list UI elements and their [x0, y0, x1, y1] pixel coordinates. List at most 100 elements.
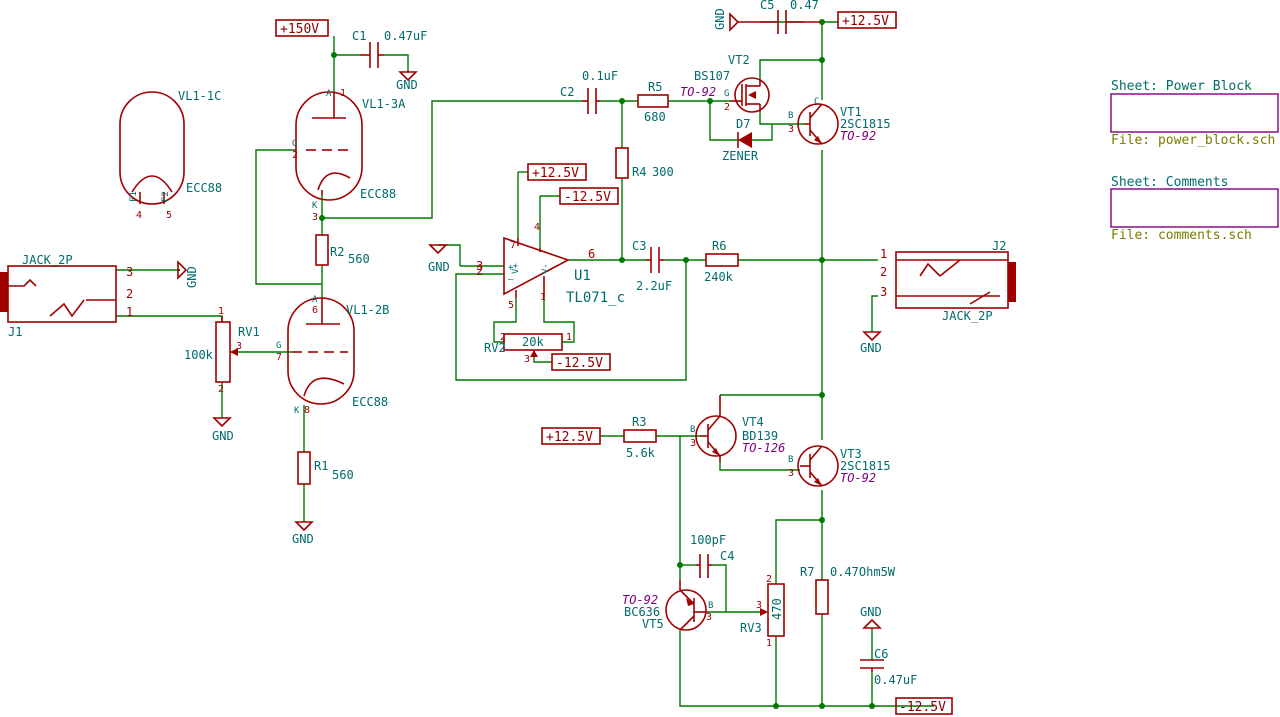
- svg-text:3: 3: [126, 265, 133, 279]
- sheet-comments[interactable]: Sheet: Comments File: comments.sch: [1110, 175, 1279, 243]
- d7-value: ZENER: [722, 149, 759, 163]
- power-m12-op-text: -12.5V: [564, 190, 611, 205]
- capacitor-c6: C6 0.47uF: [860, 647, 917, 687]
- sheet-power-block[interactable]: Sheet: Power Block File: power_block.sch: [1110, 79, 1279, 148]
- svg-text:3: 3: [706, 612, 712, 623]
- rv1-value: 100k: [184, 348, 214, 362]
- r5-ref: R5: [648, 80, 662, 94]
- power-label-p12-top: +12.5V: [837, 11, 897, 29]
- resistor-r6: R6 240k: [704, 239, 739, 284]
- svg-text:1: 1: [218, 306, 224, 317]
- transistor-vt1: B 3 C VT1 2SC1815 TO-92: [788, 97, 891, 145]
- resistor-r1: R1 560: [297, 451, 354, 485]
- r4-ref: R4: [632, 165, 646, 179]
- sheet-power-block-file: File: power_block.sch: [1111, 133, 1275, 148]
- tube-vl1-2b: A 6 G 7 K 8 VL1-2B ECC88: [276, 295, 389, 416]
- sheet-comments-file: File: comments.sch: [1111, 228, 1252, 243]
- power-m12-bottom-text: -12.5V: [899, 700, 946, 715]
- power-150v-text: +150V: [280, 22, 319, 37]
- r7-value: 0.47Ohm5W: [830, 565, 896, 579]
- gnd-c1: GND: [396, 70, 418, 92]
- c6-value: 0.47uF: [874, 673, 917, 687]
- r2-value: 560: [348, 252, 370, 266]
- vl1a-ref: VL1-3A: [362, 97, 406, 111]
- svg-text:–: –: [508, 275, 514, 285]
- vt3-pkg: TO-92: [840, 471, 876, 485]
- vt2-value: BS107: [694, 69, 730, 83]
- svg-text:3: 3: [788, 468, 794, 479]
- power-label-m12-bottom: -12.5V: [895, 697, 953, 715]
- svg-text:4: 4: [534, 222, 540, 233]
- vt5-pkg: TO-92: [622, 593, 658, 607]
- svg-text:K: K: [312, 201, 318, 211]
- c6-ref: C6: [874, 647, 888, 661]
- svg-text:F2: F2: [161, 191, 171, 202]
- power-label-150v: +150V: [275, 19, 329, 37]
- svg-text:3: 3: [476, 259, 483, 273]
- c5-ref: C5: [760, 0, 774, 12]
- svg-text:1: 1: [566, 332, 572, 343]
- svg-text:1: 1: [766, 638, 772, 649]
- zener-d7: D7 ZENER: [722, 117, 759, 163]
- power-label-p12-r3: +12.5V: [541, 427, 601, 445]
- vt1-pkg: TO-92: [840, 129, 876, 143]
- rv2-ref: RV2: [484, 341, 506, 355]
- c4-value: 100pF: [690, 533, 726, 547]
- vl1c-value: ECC88: [186, 181, 222, 195]
- vt4-value: BD139: [742, 429, 778, 443]
- capacitor-c1: C1 0.47uF: [352, 29, 427, 68]
- vl1b-ref: VL1-2B: [346, 303, 389, 317]
- svg-text:3: 3: [312, 212, 318, 223]
- gnd-c5-text: GND: [713, 8, 727, 30]
- svg-text:3: 3: [880, 285, 887, 299]
- power-p12-top-text: +12.5V: [842, 14, 889, 29]
- r7-ref: R7: [800, 565, 814, 579]
- svg-text:K: K: [294, 406, 300, 416]
- gnd-opamp: GND: [428, 244, 450, 274]
- c1-value: 0.47uF: [384, 29, 427, 43]
- svg-text:3: 3: [690, 438, 696, 449]
- svg-text:B: B: [708, 601, 713, 611]
- capacitor-c5: C5 0.47: [760, 0, 820, 34]
- resistor-r7: R7 0.47Ohm5W: [800, 565, 896, 615]
- c4-ref: C4: [720, 549, 734, 563]
- svg-text:1: 1: [340, 88, 346, 99]
- vl1c-ref: VL1-1C: [178, 89, 221, 103]
- j2-value: JACK_2P: [942, 309, 993, 323]
- gnd-rv1-text: GND: [212, 429, 234, 443]
- svg-text:C: C: [814, 97, 819, 107]
- svg-text:2: 2: [218, 384, 224, 395]
- j1-ref: J1: [8, 325, 22, 339]
- transistor-vt5: B 3 TO-92 BC636 VT5: [622, 580, 713, 631]
- sheet-power-block-title: Sheet: Power Block: [1111, 79, 1252, 94]
- junctions: [319, 19, 875, 709]
- jack-j2: J2 JACK_2P 1 2 3: [880, 239, 1016, 323]
- gnd-rv1: GND: [212, 417, 234, 443]
- svg-text:5: 5: [508, 300, 514, 311]
- capacitor-c4: C4 100pF: [690, 533, 734, 578]
- potentiometer-rv2: 2 1 3 RV2 20k: [484, 332, 572, 365]
- gnd-j2: GND: [860, 331, 882, 355]
- svg-text:1: 1: [126, 305, 133, 319]
- c1-ref: C1: [352, 29, 366, 43]
- resistor-r5: R5 680: [637, 80, 669, 124]
- rv2-value: 20k: [522, 335, 544, 349]
- c2-value: 0.1uF: [582, 69, 618, 83]
- svg-text:6: 6: [312, 305, 318, 316]
- svg-text:V+: V+: [511, 263, 521, 274]
- r1-value: 560: [332, 468, 354, 482]
- r2-ref: R2: [330, 245, 344, 259]
- capacitor-c3: C3 2.2uF: [632, 239, 672, 293]
- svg-text:A: A: [326, 89, 332, 99]
- svg-text:1: 1: [880, 247, 887, 261]
- capacitor-c2: C2 0.1uF: [560, 69, 618, 114]
- potentiometer-rv3: 2 1 3 RV3 470: [740, 574, 785, 649]
- svg-text:7: 7: [276, 352, 282, 363]
- svg-text:G: G: [292, 139, 297, 149]
- svg-text:B: B: [690, 425, 695, 435]
- power-m12-rv2-text: -12.5V: [556, 356, 603, 371]
- gnd-j1-text: GND: [185, 266, 199, 288]
- svg-text:7: 7: [510, 240, 516, 251]
- svg-text:2: 2: [880, 265, 887, 279]
